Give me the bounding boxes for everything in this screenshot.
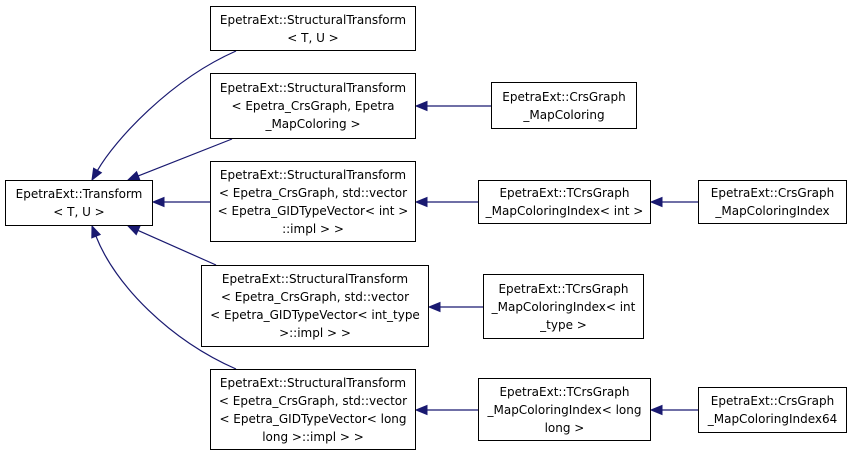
node-structural-transform-vector-long-long[interactable]: EpetraExt::StructuralTransform < Epetra_…: [210, 369, 416, 450]
arrowhead-icon: [427, 301, 441, 313]
node-structural-transform-vector-int-type[interactable]: EpetraExt::StructuralTransform < Epetra_…: [201, 265, 429, 347]
node-label: EpetraExt::Transform < T, U >: [15, 187, 143, 219]
node-tcrsgraph-mapcoloringindex-int[interactable]: EpetraExt::TCrsGraph _MapColoringIndex< …: [478, 180, 651, 224]
edge-line: [96, 50, 237, 171]
arrowhead-icon: [91, 224, 102, 239]
node-tcrsgraph-mapcoloringindex-int-type[interactable]: EpetraExt::TCrsGraph _MapColoringIndex< …: [483, 274, 644, 339]
edge-st-vector-int-to-transform: [151, 196, 210, 208]
node-structural-transform-mapcoloring[interactable]: EpetraExt::StructuralTransform < Epetra_…: [210, 73, 416, 139]
node-tcrsgraph-mapcoloringindex-long-long[interactable]: EpetraExt::TCrsGraph _MapColoringIndex< …: [478, 378, 651, 441]
node-crsgraph-mapcoloringindex[interactable]: EpetraExt::CrsGraph _MapColoringIndex: [698, 180, 847, 224]
arrowhead-icon: [414, 196, 428, 208]
edge-line: [95, 236, 237, 370]
edge-line: [138, 138, 233, 177]
edge-st-tu-to-transform: [91, 50, 237, 182]
arrowhead-icon: [91, 167, 103, 182]
node-label: EpetraExt::StructuralTransform < Epetra_…: [217, 167, 409, 236]
node-crsgraph-mapcoloringindex64[interactable]: EpetraExt::CrsGraph _MapColoringIndex64: [698, 387, 847, 433]
arrowhead-icon: [151, 196, 165, 208]
node-crsgraph-mapcoloring[interactable]: EpetraExt::CrsGraph _MapColoring: [491, 82, 637, 129]
arrowhead-icon: [414, 100, 428, 112]
arrowhead-icon: [126, 170, 141, 181]
edge-crsgraph-mapcoloringindex-to-tcrsgraph-int: [649, 196, 698, 208]
node-label: EpetraExt::CrsGraph _MapColoring: [502, 89, 626, 122]
arrowhead-icon: [126, 225, 141, 236]
edge-tcrsgraph-long-long-to-st-vector-long-long: [414, 404, 478, 416]
edge-st-vector-long-long-to-transform: [91, 224, 237, 370]
node-structural-transform-t-u[interactable]: EpetraExt::StructuralTransform < T, U >: [210, 6, 416, 51]
arrowhead-icon: [649, 404, 663, 416]
edge-tcrsgraph-int-type-to-st-vector-int-type: [427, 301, 483, 313]
edge-crsgraph-mapcoloringindex64-to-tcrsgraph-long-long: [649, 404, 698, 416]
edge-crsgraph-mapcoloring-to-st-mapcoloring: [414, 100, 491, 112]
node-label: EpetraExt::StructuralTransform < Epetra_…: [219, 81, 407, 131]
node-structural-transform-vector-int[interactable]: EpetraExt::StructuralTransform < Epetra_…: [210, 161, 416, 242]
arrowhead-icon: [649, 196, 663, 208]
node-label: EpetraExt::StructuralTransform < Epetra_…: [218, 375, 408, 444]
node-label: EpetraExt::StructuralTransform < T, U >: [219, 12, 407, 45]
edge-st-vector-int-type-to-transform: [126, 225, 217, 266]
node-label: EpetraExt::CrsGraph _MapColoringIndex: [710, 186, 835, 218]
node-label: EpetraExt::TCrsGraph _MapColoringIndex< …: [491, 281, 636, 332]
edge-tcrsgraph-int-to-st-vector-int: [414, 196, 478, 208]
edge-line: [137, 229, 217, 266]
node-label: EpetraExt::StructuralTransform < Epetra_…: [210, 272, 420, 340]
node-transform[interactable]: EpetraExt::Transform < T, U >: [5, 180, 153, 226]
arrowhead-icon: [414, 404, 428, 416]
node-label: EpetraExt::CrsGraph _MapColoringIndex64: [707, 394, 838, 426]
node-label: EpetraExt::TCrsGraph _MapColoringIndex< …: [485, 186, 644, 218]
node-label: EpetraExt::TCrsGraph _MapColoringIndex< …: [487, 384, 642, 435]
